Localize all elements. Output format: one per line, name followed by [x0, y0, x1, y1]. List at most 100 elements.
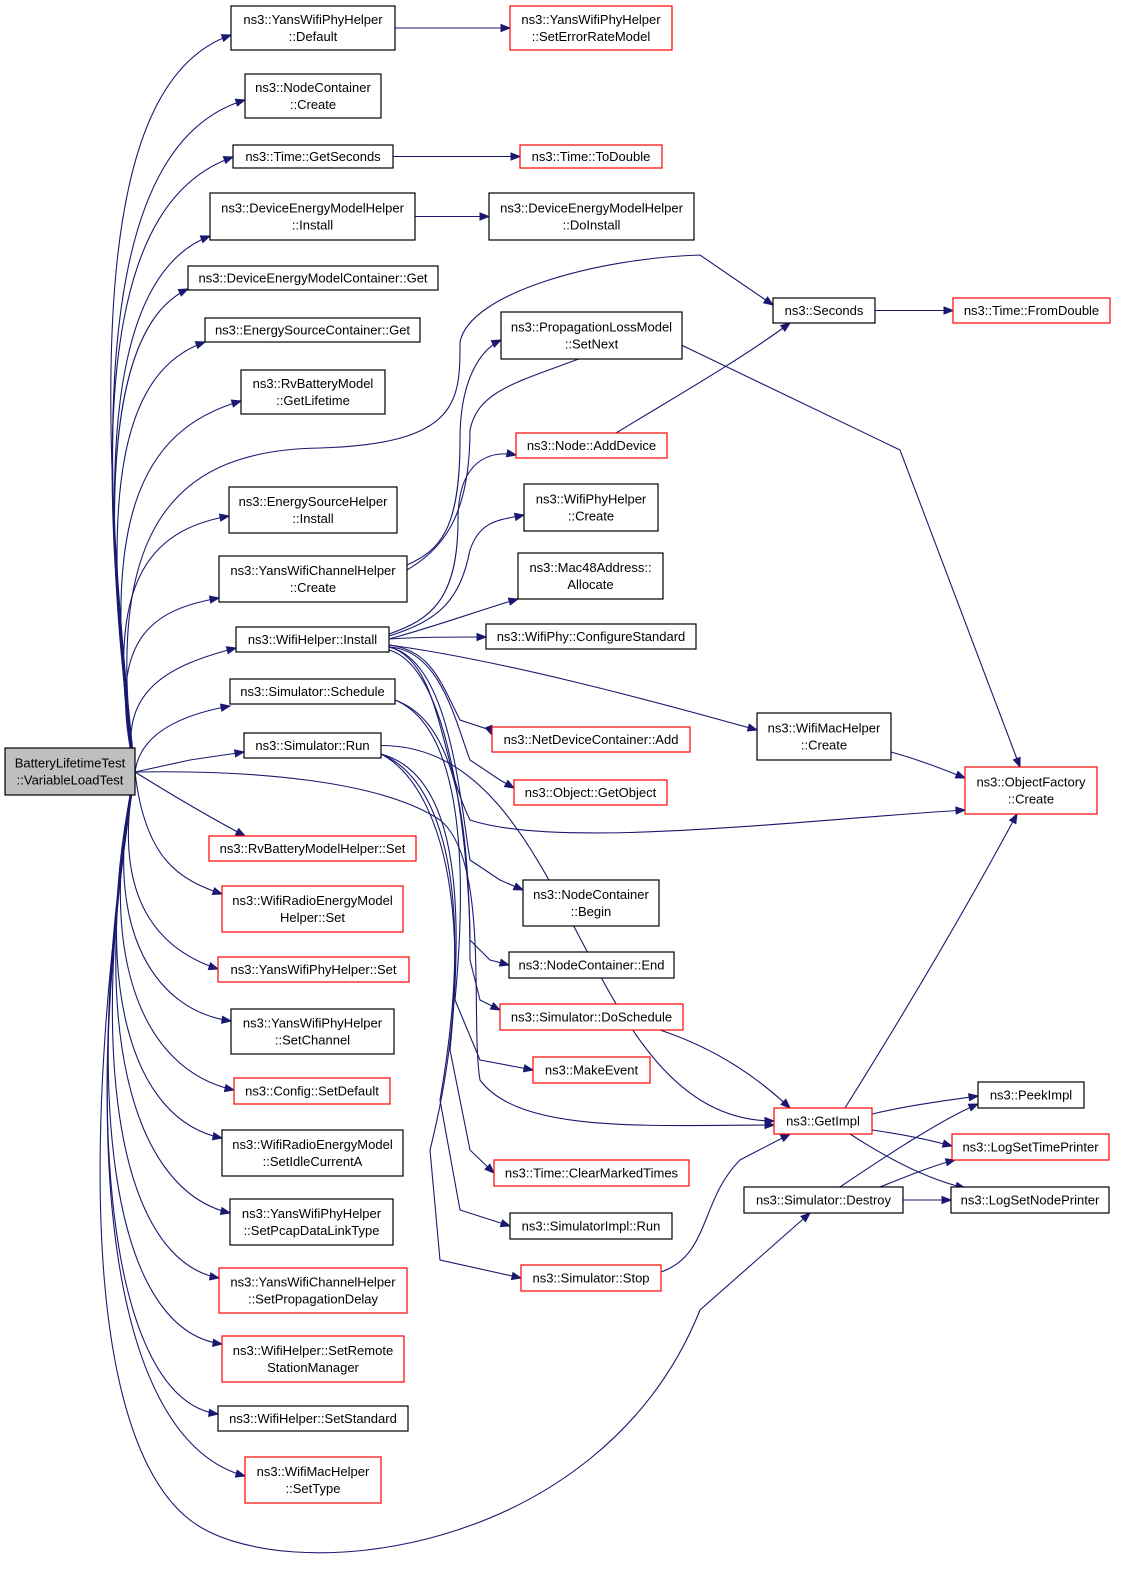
node-wifi-helper-install[interactable]: ns3::WifiHelper::Install [235, 626, 390, 653]
node-box [509, 1212, 673, 1240]
node-mac48-allocate[interactable]: ns3::Mac48Address::Allocate [517, 552, 664, 600]
node-rv-battery-helper-set[interactable]: ns3::RvBatteryModelHelper::Set [208, 835, 417, 862]
edge-arrowhead [207, 962, 220, 971]
node-node-container-begin[interactable]: ns3::NodeContainer::Begin [522, 879, 660, 927]
edge-arrowhead [498, 958, 511, 967]
edge-arrowhead [208, 595, 221, 604]
node-simulator-schedule[interactable]: ns3::Simulator::Schedule [229, 678, 396, 705]
node-yans-phy-set-channel[interactable]: ns3::YansWifiPhyHelper::SetChannel [230, 1008, 395, 1055]
edge-line [406, 329, 1021, 768]
node-root[interactable]: BatteryLifetimeTest::VariableLoadTest [4, 747, 136, 796]
edge-arrowhead [219, 1206, 232, 1215]
edge-arrowhead [746, 723, 759, 732]
node-time-to-double[interactable]: ns3::Time::ToDouble [519, 144, 663, 169]
node-box [243, 732, 382, 759]
node-wifi-mac-helper-create[interactable]: ns3::WifiMacHelper::Create [756, 712, 892, 761]
node-yans-phy-set-pcap[interactable]: ns3::YansWifiPhyHelper::SetPcapDataLinkT… [229, 1198, 394, 1246]
node-peek-impl[interactable]: ns3::PeekImpl [977, 1081, 1085, 1109]
edge-line [106, 771, 246, 1477]
node-label-line: ns3::EnergySourceHelper [239, 494, 389, 509]
node-label-line: ns3::Config::SetDefault [245, 1084, 379, 1099]
edge-line [123, 515, 230, 773]
edge-arrowhead [234, 1469, 247, 1478]
edge-get_impl-to-peek_impl [871, 1093, 980, 1115]
edge-node_add_device-to-seconds [615, 322, 792, 434]
node-time-clear-marked-times[interactable]: ns3::Time::ClearMarkedTimes [493, 1159, 690, 1187]
node-node-add-device[interactable]: ns3::Node::AddDevice [515, 432, 668, 459]
edge-yans_channel_create-to-prop_loss_set_next [406, 339, 503, 566]
node-label-line: ns3::WifiPhy::ConfigureStandard [497, 629, 686, 644]
edge-arrowhead [484, 1163, 495, 1174]
node-log-set-node-printer[interactable]: ns3::LogSetNodePrinter [950, 1186, 1110, 1214]
node-energy-source-container-get[interactable]: ns3::EnergySourceContainer::Get [204, 317, 421, 343]
node-dem-container-get[interactable]: ns3::DeviceEnergyModelContainer::Get [187, 265, 439, 291]
node-dem-helper-doinstall[interactable]: ns3::DeviceEnergyModelHelper::DoInstall [488, 192, 695, 241]
node-log-set-time-printer[interactable]: ns3::LogSetTimePrinter [951, 1133, 1110, 1161]
node-label-line: ns3::WifiRadioEnergyModel [232, 1137, 393, 1152]
node-yans-phy-set[interactable]: ns3::YansWifiPhyHelper::Set [217, 956, 410, 983]
node-make-event[interactable]: ns3::MakeEvent [532, 1056, 651, 1084]
node-wifi-radio-set-idle-current[interactable]: ns3::WifiRadioEnergyModel::SetIdleCurren… [221, 1129, 404, 1177]
node-yans-channel-set-prop-delay[interactable]: ns3::YansWifiChannelHelper::SetPropagati… [218, 1267, 408, 1314]
node-config-set-default[interactable]: ns3::Config::SetDefault [233, 1077, 391, 1105]
node-get-impl[interactable]: ns3::GetImpl [773, 1107, 873, 1135]
node-label-line: ns3::DeviceEnergyModelHelper [500, 201, 683, 216]
node-label-line: Helper::Set [280, 910, 345, 925]
node-label-line: ns3::WifiHelper::Install [248, 632, 377, 647]
node-seconds[interactable]: ns3::Seconds [772, 297, 876, 324]
edge-arrowhead [218, 513, 231, 522]
node-wifi-phy-helper-create[interactable]: ns3::WifiPhyHelper::Create [523, 483, 659, 532]
edge-arrowhead [780, 1098, 792, 1109]
edge-arrowhead [499, 1219, 512, 1228]
node-yans-phy-default[interactable]: ns3::YansWifiPhyHelper::Default [230, 5, 396, 51]
node-simulator-do-schedule[interactable]: ns3::Simulator::DoSchedule [499, 1003, 684, 1031]
node-simulator-impl-run[interactable]: ns3::SimulatorImpl::Run [509, 1212, 673, 1240]
node-energy-source-helper-install[interactable]: ns3::EnergySourceHelper::Install [228, 486, 398, 534]
edge-arrowhead [476, 632, 488, 642]
node-box [977, 1081, 1085, 1109]
node-wifi-mac-helper-set-type[interactable]: ns3::WifiMacHelper::SetType [244, 1456, 382, 1504]
node-box [488, 192, 695, 241]
node-box [244, 1456, 382, 1504]
node-box [517, 552, 664, 600]
node-box [244, 73, 382, 119]
node-node-container-create[interactable]: ns3::NodeContainer::Create [244, 73, 382, 119]
node-box [229, 1198, 394, 1246]
node-label-line: ns3::Seconds [785, 303, 864, 318]
edge-arrowhead [225, 646, 238, 655]
edge-arrowhead [800, 1212, 812, 1223]
node-wifi-helper-set-standard[interactable]: ns3::WifiHelper::SetStandard [217, 1405, 409, 1432]
edge-arrowhead [941, 1195, 953, 1205]
edge-wifi_mac_helper_create-to-object_factory_create [890, 751, 967, 779]
edge-wifi_helper_install-to-wifi_phy_helper_create [388, 512, 526, 637]
node-box [500, 311, 683, 360]
node-wifi-phy-configure-standard[interactable]: ns3::WifiPhy::ConfigureStandard [485, 623, 697, 650]
edge-line [380, 753, 511, 1227]
node-dem-helper-install[interactable]: ns3::DeviceEnergyModelHelper::Install [209, 192, 416, 241]
node-rv-battery-get-lifetime[interactable]: ns3::RvBatteryModel::GetLifetime [240, 369, 386, 415]
edge-arrowhead [220, 34, 233, 43]
node-box [235, 626, 390, 653]
node-simulator-run[interactable]: ns3::Simulator::Run [243, 732, 382, 759]
node-yans-channel-create[interactable]: ns3::YansWifiChannelHelper::Create [218, 555, 408, 603]
node-time-from-double[interactable]: ns3::Time::FromDouble [952, 297, 1111, 324]
node-box [233, 1077, 391, 1105]
node-time-get-seconds[interactable]: ns3::Time::GetSeconds [232, 144, 394, 169]
node-simulator-destroy[interactable]: ns3::Simulator::Destroy [743, 1186, 904, 1214]
edge-arrowhead [955, 806, 967, 815]
node-box [513, 779, 668, 806]
node-net-device-container-add[interactable]: ns3::NetDeviceContainer::Add [491, 726, 691, 753]
node-simulator-stop[interactable]: ns3::Simulator::Stop [520, 1264, 662, 1292]
node-node-container-end[interactable]: ns3::NodeContainer::End [508, 951, 675, 979]
node-label-line: ns3::DeviceEnergyModelContainer::Get [198, 271, 427, 286]
edge-line [119, 771, 235, 1091]
edge-arrowhead [208, 1272, 221, 1281]
node-box [204, 317, 421, 343]
node-object-get-object[interactable]: ns3::Object::GetObject [513, 779, 668, 806]
node-set-error-rate-model[interactable]: ns3::YansWifiPhyHelper::SetErrorRateMode… [509, 5, 673, 51]
node-object-factory-create[interactable]: ns3::ObjectFactory::Create [964, 766, 1098, 815]
node-prop-loss-set-next[interactable]: ns3::PropagationLossModel::SetNext [500, 311, 683, 360]
node-label-line: ns3::WifiHelper::SetRemote [233, 1343, 393, 1358]
